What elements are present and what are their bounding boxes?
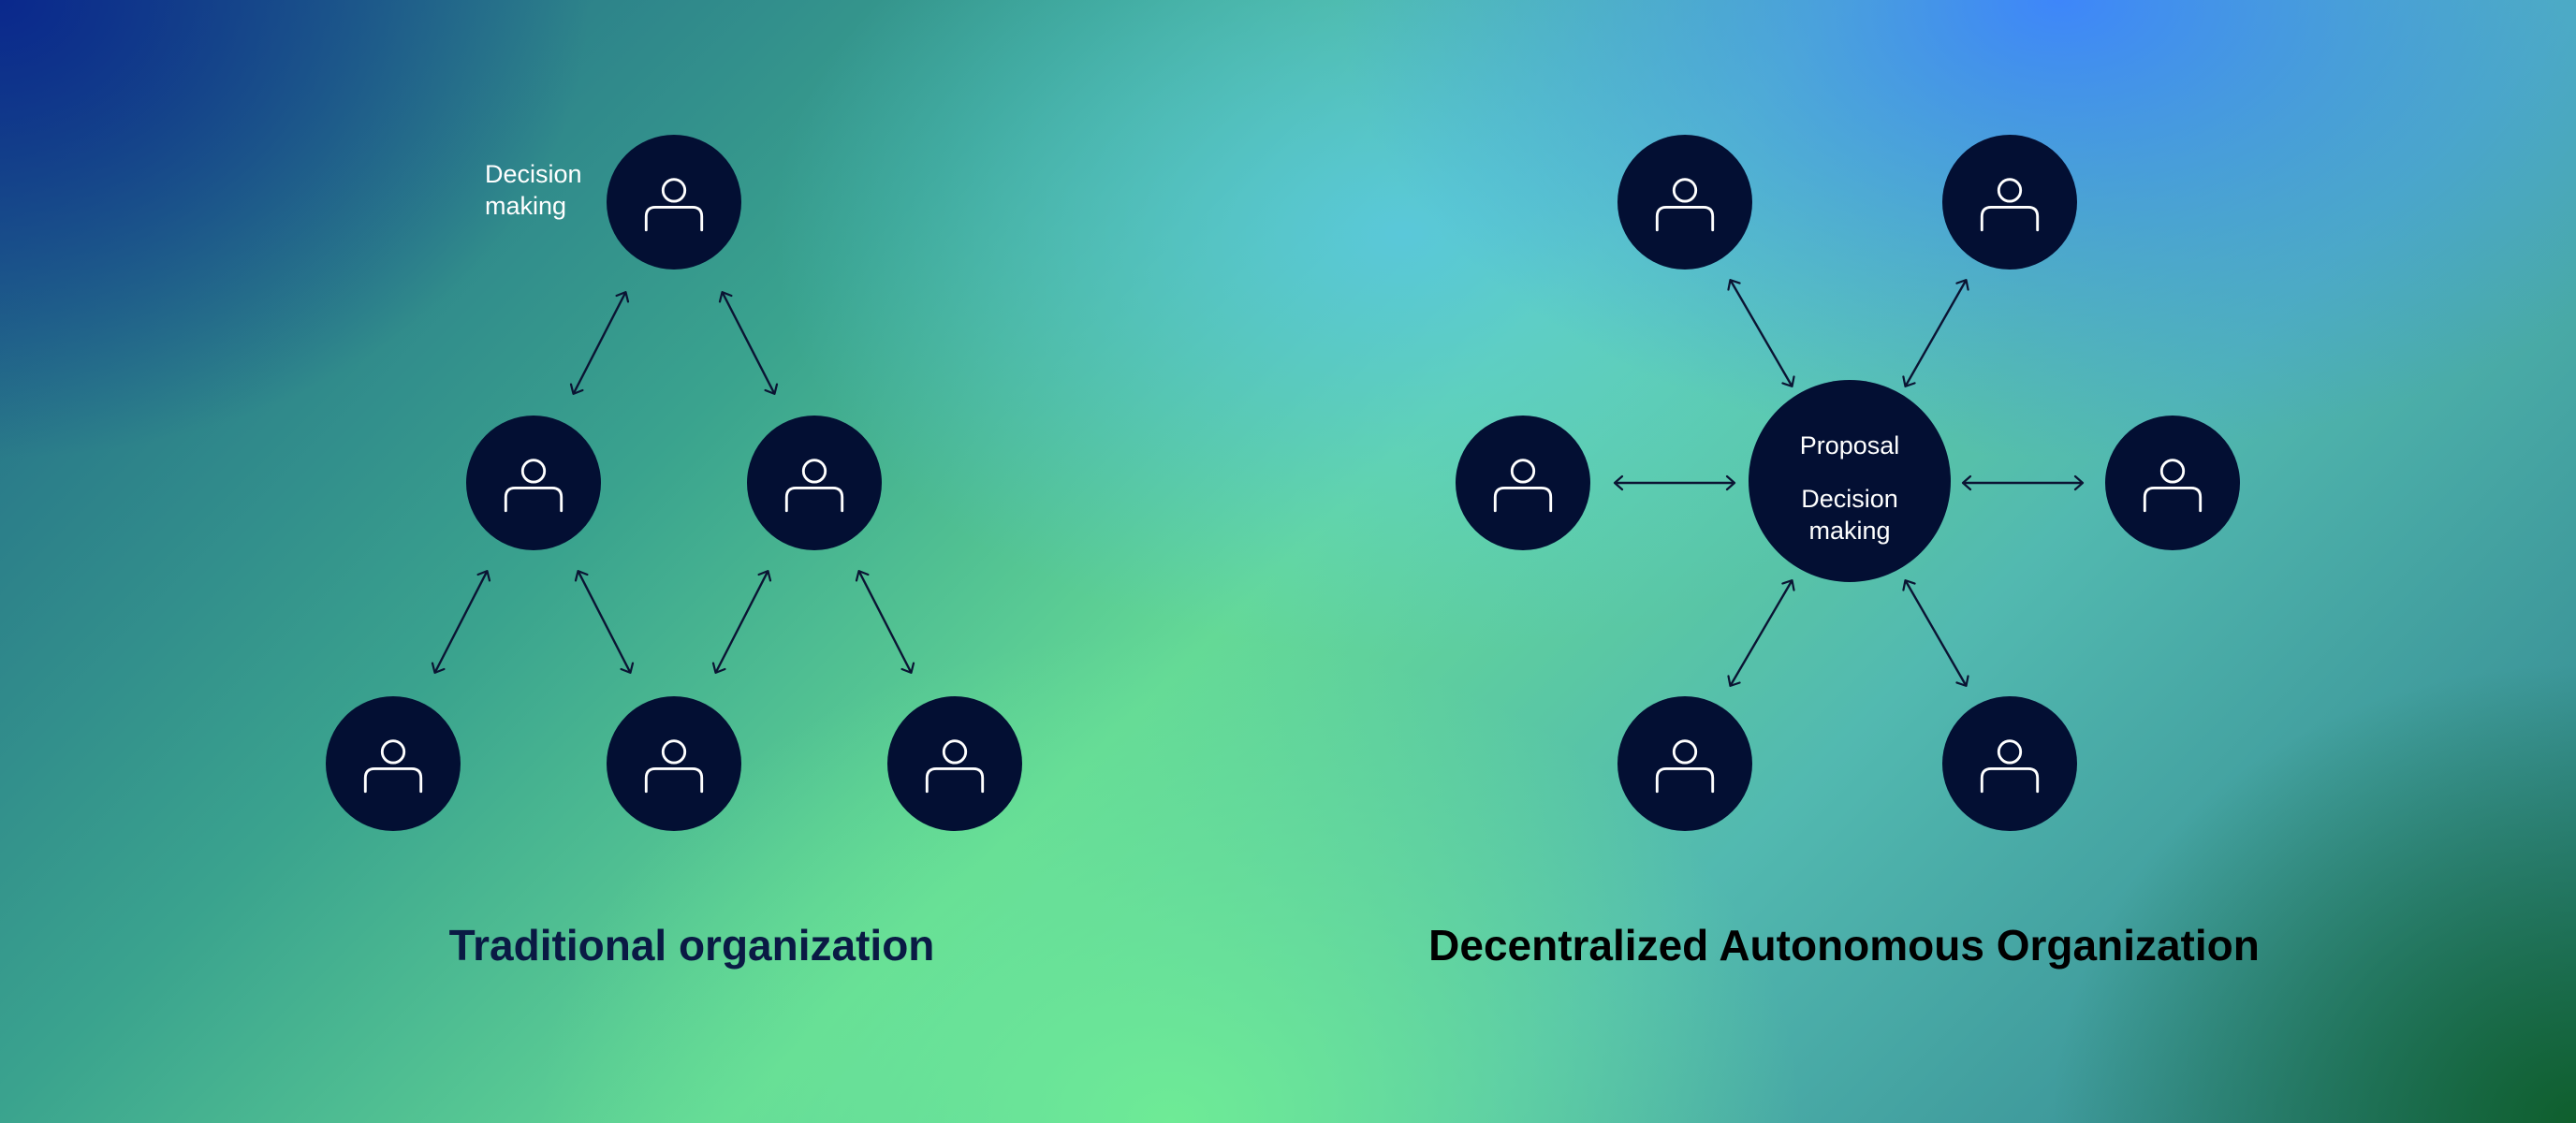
node-bottom-right xyxy=(887,696,1022,831)
node-top-decision-maker xyxy=(607,135,741,270)
node-top-left xyxy=(1617,135,1752,270)
traditional-organization-title: Traditional organization xyxy=(448,921,935,970)
node-top-right xyxy=(1942,135,2077,270)
node-right xyxy=(2105,416,2240,550)
node-bottom-left xyxy=(326,696,461,831)
node-mid-right xyxy=(747,416,882,550)
arrow-top-to-mid-left xyxy=(569,291,630,395)
node-bottom-center xyxy=(607,696,741,831)
traditional-organization-diagram xyxy=(326,135,1022,831)
arrow-midright-to-bottom-center xyxy=(711,570,772,674)
hierarchy-arrows xyxy=(431,291,915,674)
arrow-midleft-to-bottom-left xyxy=(431,570,491,674)
node-mid-left xyxy=(466,416,601,550)
dao-title: Decentralized Autonomous Organization xyxy=(1428,921,2260,970)
arrow-top-to-mid-right xyxy=(718,291,779,395)
hub-decision-making-line1: Decision xyxy=(1801,485,1898,513)
hub-decision-making-line2: making xyxy=(1808,517,1891,545)
dao-diagram xyxy=(1456,135,2240,831)
node-hub-proposal-decision xyxy=(1749,380,1951,582)
hub-decision-making-label: Decision making xyxy=(1756,483,1943,547)
arrow-hub-to-bottom-left xyxy=(1727,579,1795,687)
hub-arrows xyxy=(1613,279,2085,687)
node-bottom-left xyxy=(1617,696,1752,831)
node-bottom-right xyxy=(1942,696,2077,831)
decision-making-label-line1: Decision xyxy=(485,160,582,188)
arrow-hub-to-bottom-right xyxy=(1902,579,1969,687)
decision-making-label: Decision making xyxy=(485,158,582,222)
node-left xyxy=(1456,416,1590,550)
hub-proposal-label: Proposal xyxy=(1799,431,1900,459)
arrow-midleft-to-bottom-center xyxy=(574,570,635,674)
arrow-hub-to-top-left xyxy=(1727,279,1795,387)
decision-making-label-line2: making xyxy=(485,192,567,220)
arrow-midright-to-bottom-right xyxy=(855,570,915,674)
arrow-hub-to-top-right xyxy=(1902,279,1969,387)
